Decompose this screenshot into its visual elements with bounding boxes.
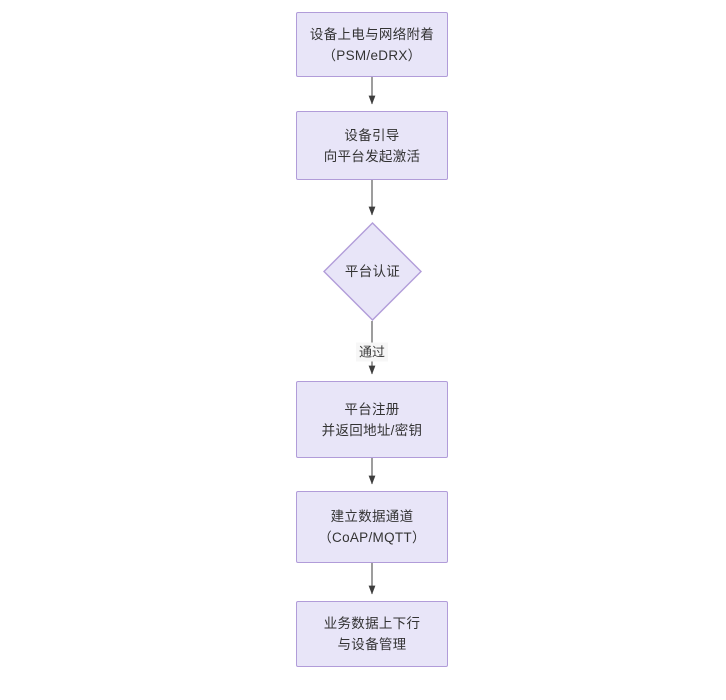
node-device-power-on[interactable]: 设备上电与网络附着 （PSM/eDRX） [296, 12, 448, 77]
edge-label-pass: 通过 [355, 342, 389, 362]
node-device-bootstrap[interactable]: 设备引导 向平台发起激活 [296, 111, 448, 180]
node-label-n2: 设备引导 向平台发起激活 [323, 127, 421, 164]
diamond-icon [323, 222, 422, 321]
node-business-data-and-device-management[interactable]: 业务数据上下行 与设备管理 [296, 601, 448, 667]
node-platform-registration[interactable]: 平台注册 并返回地址/密钥 [296, 381, 448, 458]
node-label-n4: 平台注册 并返回地址/密钥 [321, 401, 423, 438]
node-label-n6: 业务数据上下行 与设备管理 [323, 616, 421, 652]
node-establish-data-channel[interactable]: 建立数据通道 （CoAP/MQTT） [296, 491, 448, 563]
node-platform-authentication-decision[interactable]: 平台认证 [323, 222, 422, 321]
node-label-n1: 设备上电与网络附着 （PSM/eDRX） [309, 26, 435, 63]
node-label-n3: 平台认证 [344, 263, 401, 279]
node-label-n5: 建立数据通道 （CoAP/MQTT） [318, 509, 426, 545]
